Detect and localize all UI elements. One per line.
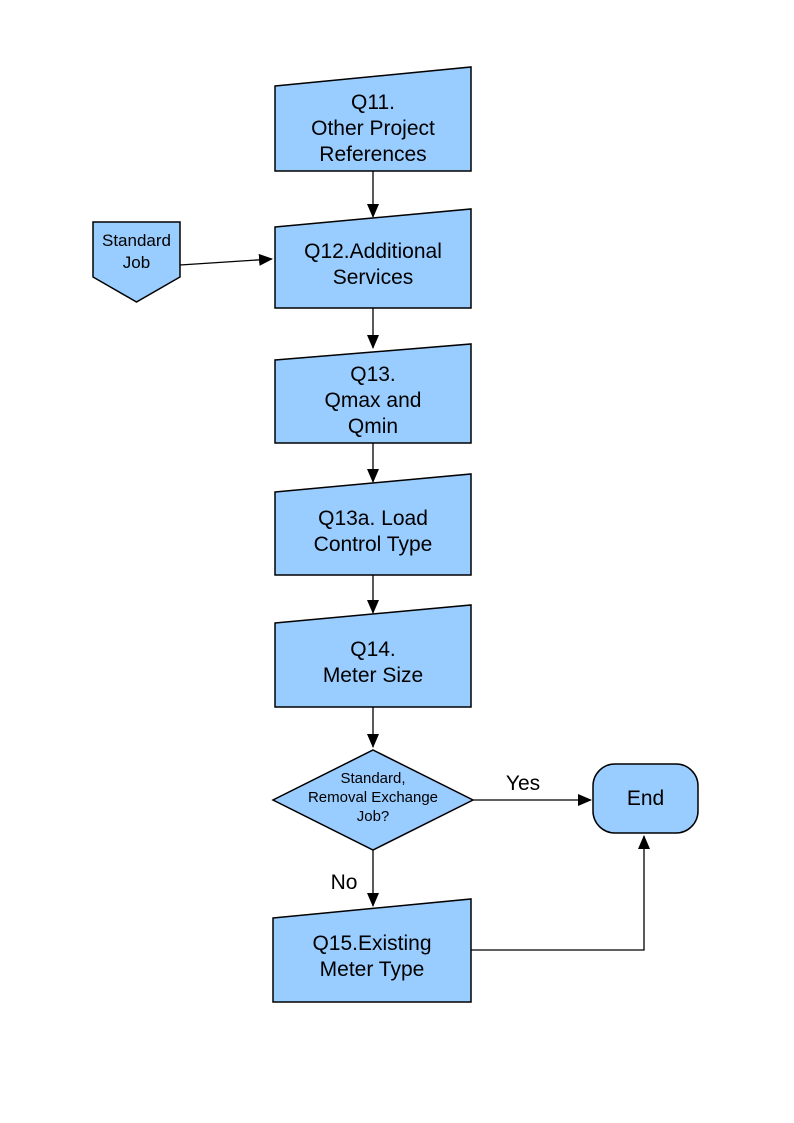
q11-line-3: References (319, 143, 427, 166)
q11-label: Q11. Other Project References (275, 90, 471, 168)
q15-line-2: Meter Type (319, 958, 425, 981)
q13-line-3: Qmin (347, 415, 399, 438)
q13a-line-2: Control Type (313, 533, 433, 556)
q13-line-2: Qmax and (324, 389, 422, 412)
q15-label: Q15.Existing Meter Type (273, 931, 471, 983)
q14-node-shape (274, 604, 472, 708)
standard-job-line-2: Job (122, 253, 151, 272)
q11-node-shape (274, 66, 472, 172)
connector-q15-to-end (471, 835, 650, 951)
connector-standard-job-to-q12 (179, 253, 273, 266)
end-line-1: End (626, 787, 665, 810)
end-label: End (593, 786, 698, 812)
q12-line-2: Services (332, 266, 414, 289)
end-node-shape (592, 763, 699, 834)
q13-node-shape (274, 343, 472, 444)
q13a-node-shape (274, 473, 472, 576)
q13a-line-1: Q13a. Load (318, 507, 428, 530)
standard-job-line-1: Standard (102, 231, 171, 250)
q12-label: Q12.Additional Services (275, 239, 471, 291)
decision-line-1: Standard, (340, 770, 406, 787)
q13-label: Q13. Qmax and Qmin (275, 362, 471, 440)
q14-line-1: Q14. (350, 638, 396, 661)
decision-label: Standard, Removal Exchange Job? (278, 769, 468, 826)
yes-edge-text: Yes (505, 772, 541, 795)
q12-line-1: Q12.Additional (304, 240, 442, 263)
q15-line-1: Q15.Existing (312, 932, 432, 955)
standard-job-label: Standard Job (93, 230, 180, 274)
q12-node-shape (274, 208, 472, 309)
no-edge-text: No (330, 871, 358, 894)
decision-line-3: Job? (356, 808, 390, 825)
q14-label: Q14. Meter Size (275, 637, 471, 689)
q14-line-2: Meter Size (322, 664, 424, 687)
q11-line-1: Q11. (351, 91, 395, 114)
no-edge-label: No (314, 870, 374, 896)
q11-line-2: Other Project (311, 117, 435, 140)
standard-job-node-shape (92, 221, 181, 303)
yes-edge-label: Yes (493, 771, 553, 797)
q13a-label: Q13a. Load Control Type (275, 506, 471, 558)
decision-line-2: Removal Exchange (307, 789, 439, 806)
q15-node-shape (272, 898, 472, 1003)
q13-line-1: Q13. (350, 363, 396, 386)
